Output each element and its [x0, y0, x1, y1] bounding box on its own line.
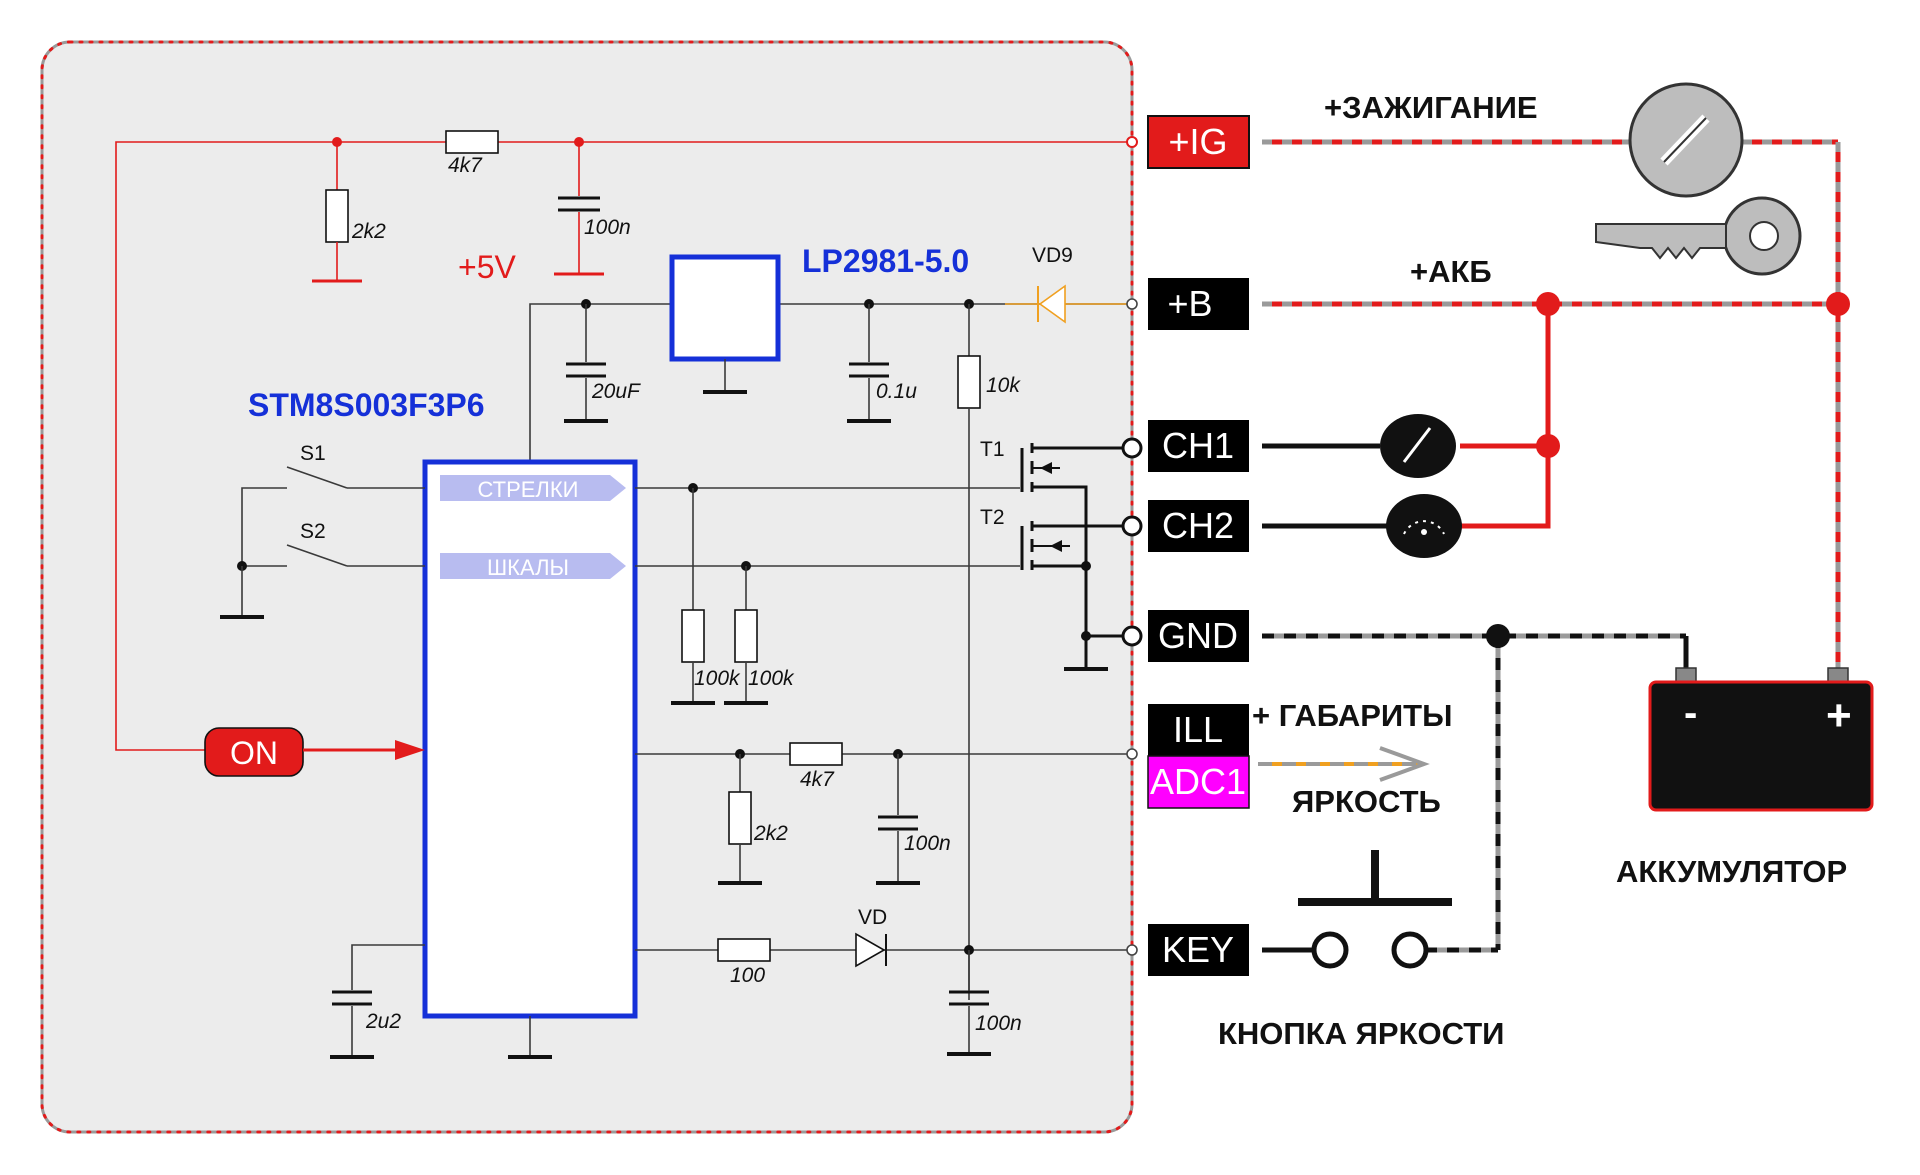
r-4k7-top-label: 4k7 — [448, 154, 483, 177]
plus5v-label: +5V — [458, 249, 516, 285]
pin-key — [1148, 924, 1249, 976]
vd-label: VD — [858, 906, 887, 929]
gauge-needle-icon — [1380, 414, 1456, 478]
accumulator-label: АККУМУЛЯТОР — [1616, 854, 1847, 889]
r-100-label: 100 — [730, 964, 765, 987]
battery-minus-label: - — [1684, 691, 1697, 735]
brightness-adc-section — [635, 742, 1138, 885]
push-button-icon — [1298, 850, 1452, 969]
ignition-label: +ЗАЖИГАНИЕ — [1324, 90, 1538, 125]
c-100n-bot-label: 100n — [975, 1012, 1022, 1035]
brightness-button-label: КНОПКА ЯРКОСТИ — [1218, 1016, 1504, 1051]
r-10k-label: 10k — [986, 374, 1021, 397]
on-label: ON — [230, 735, 278, 771]
mcu-label: STM8S003F3P6 — [248, 387, 485, 423]
markers-label: + ГАБАРИТЫ — [1252, 698, 1452, 733]
key-icon — [1595, 196, 1802, 276]
c-2u2-label: 2u2 — [365, 1010, 401, 1033]
brightness-label: ЯРКОСТЬ — [1292, 784, 1441, 819]
t1-label: T1 — [980, 438, 1005, 461]
vd9-label: VD9 — [1032, 244, 1073, 267]
r-2k2-mid-label: 2k2 — [753, 822, 788, 845]
pin-ch1 — [1148, 420, 1249, 472]
pin-adc1 — [1147, 755, 1250, 809]
pin-ill — [1148, 704, 1249, 756]
pin-gnd-label: GND — [1158, 615, 1238, 656]
t2-label: T2 — [980, 506, 1005, 529]
regulator-label: LP2981-5.0 — [802, 243, 969, 279]
pin-ig — [1147, 115, 1250, 169]
gauge-scale-icon — [1386, 494, 1462, 558]
r-4k7-mid-label: 4k7 — [800, 768, 835, 791]
battery-plus-wire-label: +АКБ — [1410, 254, 1492, 289]
pin-ch2-label: CH2 — [1162, 505, 1234, 546]
pin-b-label: +B — [1167, 283, 1212, 324]
mosfet-section — [635, 437, 1143, 705]
key-input-section — [330, 932, 1138, 1059]
r-100k-b-label: 100k — [748, 667, 795, 690]
car-battery-icon — [1648, 667, 1874, 812]
arrows-input-label: СТРЕЛКИ — [477, 477, 578, 502]
switches — [220, 466, 425, 619]
pin-ill-label: ILL — [1173, 709, 1223, 750]
c-01u-label: 0.1u — [876, 380, 917, 403]
mcu-box — [422, 459, 638, 1019]
ignition-lock-icon — [1628, 82, 1744, 198]
pin-ch2 — [1148, 500, 1249, 552]
scales-input-label: ШКАЛЫ — [487, 555, 569, 580]
pin-ch1-label: CH1 — [1162, 425, 1234, 466]
pin-ig-label: +IG — [1168, 121, 1227, 162]
input-arrow-arrows — [440, 475, 626, 501]
r-2k2-top-label: 2k2 — [351, 220, 386, 243]
s1-label: S1 — [300, 442, 326, 465]
c-100n-mid-label: 100n — [904, 832, 951, 855]
on-button — [204, 727, 425, 777]
ignition-divider — [115, 130, 1138, 751]
pin-adc1-label: ADC1 — [1150, 761, 1246, 802]
pin-gnd — [1148, 610, 1249, 662]
pin-key-label: KEY — [1162, 929, 1234, 970]
s2-label: S2 — [300, 520, 326, 543]
c-20uf-label: 20uF — [591, 380, 641, 403]
c-100n-top-label: 100n — [584, 216, 631, 239]
regulator-section — [529, 254, 1138, 1000]
regulator-box — [669, 254, 781, 362]
pin-b — [1148, 278, 1249, 330]
battery-plus-label: + — [1826, 691, 1852, 740]
input-arrow-scales — [440, 553, 626, 579]
r-100k-a-label: 100k — [694, 667, 741, 690]
